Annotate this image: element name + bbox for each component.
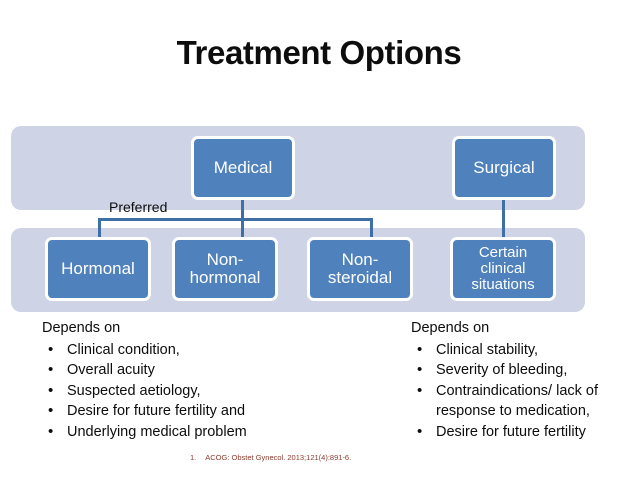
node-non-steroidal[interactable]: Non-steroidal: [307, 237, 413, 301]
notes-medical-list: Clinical condition, Overall acuity Suspe…: [42, 339, 392, 443]
connector-surgical-stem: [502, 198, 505, 237]
node-non-hormonal[interactable]: Non-hormonal: [172, 237, 278, 301]
notes-surgical-list: Clinical stability, Severity of bleeding…: [411, 339, 631, 443]
connector-drop-nonhormonal: [241, 218, 244, 237]
citation-number: 1.: [190, 453, 197, 462]
citation-text: ACOG: Obstet Gynecol. 2013;121(4):891-6.: [205, 453, 352, 462]
notes-medical-heading: Depends on: [42, 320, 121, 336]
node-medical[interactable]: Medical: [191, 136, 295, 200]
node-hormonal[interactable]: Hormonal: [45, 237, 151, 301]
connector-drop-nonsteroidal: [370, 218, 373, 237]
list-item: Desire for future fertility: [411, 421, 631, 443]
node-certain-clinical-situations[interactable]: Certain clinical situations: [450, 237, 556, 301]
list-item: Underlying medical problem: [42, 421, 392, 443]
notes-surgical: Depends on Clinical stability, Severity …: [411, 318, 631, 442]
connector-medical-bus: [98, 218, 373, 221]
notes-surgical-heading: Depends on: [411, 320, 490, 336]
notes-medical: Depends on Clinical condition, Overall a…: [42, 318, 392, 442]
node-surgical[interactable]: Surgical: [452, 136, 556, 200]
list-item: Overall acuity: [42, 359, 392, 381]
list-item: Suspected aetiology,: [42, 380, 392, 402]
preferred-annotation: Preferred: [109, 199, 168, 215]
citation-footnote: 1. ACOG: Obstet Gynecol. 2013;121(4):891-…: [190, 453, 351, 462]
list-item: Desire for future fertility and: [42, 400, 392, 422]
list-item: Contraindications/ lack of response to m…: [411, 380, 631, 422]
page-title: Treatment Options: [176, 34, 462, 71]
list-item: Severity of bleeding,: [411, 359, 631, 381]
list-item: Clinical condition,: [42, 339, 392, 361]
list-item: Clinical stability,: [411, 339, 631, 361]
connector-drop-hormonal: [98, 218, 101, 237]
connector-medical-stem: [241, 198, 244, 220]
